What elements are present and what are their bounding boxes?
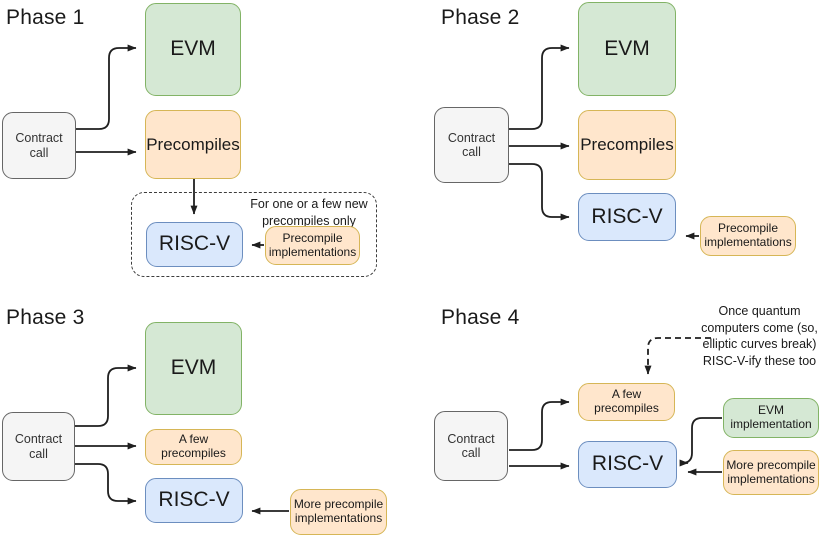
- node-more-precompile-implementations-p3[interactable]: More precompile implementations: [290, 489, 387, 535]
- arrow-evmimpl-to-riscv-p4: [679, 417, 722, 467]
- node-evm-implementation-p4[interactable]: EVM implementation: [723, 398, 819, 438]
- node-a-few-precompiles-p4[interactable]: A few precompiles: [578, 383, 675, 421]
- arrow-contractcall-to-riscv-p3: [75, 463, 137, 505]
- arrow-contractcall-to-afewprecompiles-p4: [509, 398, 570, 451]
- dashed-group-p1: [131, 192, 377, 277]
- node-more-precompile-implementations-p4[interactable]: More precompile implementations: [723, 450, 819, 495]
- node-contract-call-p1[interactable]: Contract call: [2, 112, 76, 179]
- node-contract-call-p3[interactable]: Contract call: [2, 412, 75, 481]
- node-contract-call-p4[interactable]: Contract call: [434, 411, 508, 481]
- arrow-contractcall-to-riscv-p2: [509, 163, 570, 221]
- node-evm-p2[interactable]: EVM: [578, 2, 676, 96]
- node-riscv-p4[interactable]: RISC-V: [578, 441, 677, 488]
- node-a-few-precompiles-p3[interactable]: A few precompiles: [145, 429, 242, 465]
- node-riscv-p3[interactable]: RISC-V: [145, 478, 243, 523]
- phase-title-2: Phase 2: [441, 6, 520, 29]
- node-precompiles-p2[interactable]: Precompiles: [578, 110, 676, 180]
- node-precompiles-p1[interactable]: Precompiles: [145, 110, 241, 179]
- node-riscv-p1[interactable]: RISC-V: [146, 222, 243, 267]
- arrow-contractcall-to-evm-p2: [509, 44, 570, 130]
- node-precompile-implementations-p1[interactable]: Precompile implementations: [265, 226, 360, 265]
- phase-title-3: Phase 3: [6, 306, 85, 329]
- node-evm-p1[interactable]: EVM: [145, 3, 241, 96]
- node-precompile-implementations-p2[interactable]: Precompile implementations: [700, 216, 796, 256]
- node-contract-call-p2[interactable]: Contract call: [434, 107, 509, 183]
- annotation-group-note-p1: For one or a few new precompiles only: [250, 197, 368, 228]
- arrow-contractcall-to-evm-p3: [75, 364, 137, 427]
- phase-title-1: Phase 1: [6, 6, 85, 29]
- node-evm-p3[interactable]: EVM: [145, 322, 242, 415]
- node-riscv-p2[interactable]: RISC-V: [578, 193, 676, 241]
- arrow-contractcall-to-evm-p1: [76, 44, 137, 130]
- phase-title-4: Phase 4: [441, 306, 520, 329]
- annotation-quantum-note-p4: Once quantum computers come (so, ellipti…: [701, 304, 818, 368]
